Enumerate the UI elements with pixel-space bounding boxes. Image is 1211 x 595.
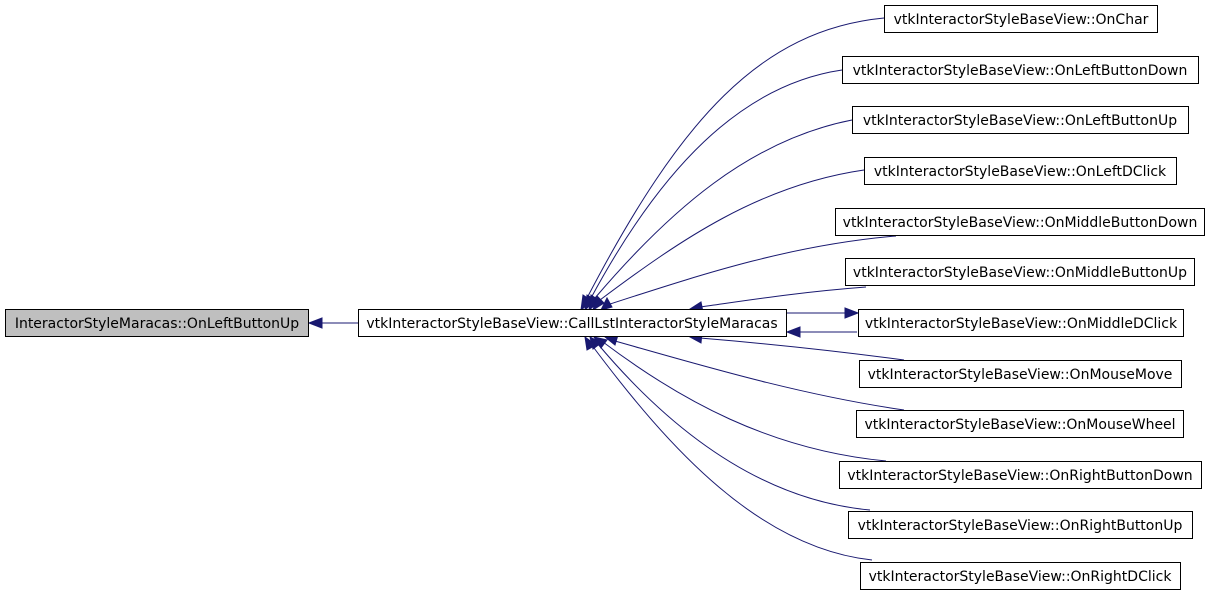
caller-node-onleftbuttondown[interactable]: vtkInteractorStyleBaseView::OnLeftButton… [842,56,1199,84]
caller-node-onrightbuttondown[interactable]: vtkInteractorStyleBaseView::OnRightButto… [839,461,1202,489]
center-node-box[interactable] [358,309,787,337]
center-node-label: vtkInteractorStyleBaseView::CallLstInter… [366,316,777,332]
edge-onmousemove [699,337,905,361]
edge-onrightdclick [590,343,873,561]
caller-node-box[interactable] [852,106,1189,134]
edge-onmousewheel [614,340,905,411]
caller-node-onleftdclick[interactable]: vtkInteractorStyleBaseView::OnLeftDClick [864,157,1177,185]
edge-onmiddlebuttonup [699,286,867,308]
arrowhead-onmiddlebuttondown [600,296,613,311]
edge-onchar [586,17,885,299]
caller-node-label: vtkInteractorStyleBaseView::OnMouseMove [868,367,1173,383]
caller-node-label: vtkInteractorStyleBaseView::OnRightButto… [847,468,1192,484]
caller-node-box[interactable] [864,157,1177,185]
edge-onmiddlebuttondown [609,235,897,305]
caller-node-label: vtkInteractorStyleBaseView::OnLeftDClick [874,164,1167,180]
arrowhead-root [307,317,323,329]
caller-node-onmousewheel[interactable]: vtkInteractorStyleBaseView::OnMouseWheel [856,410,1184,438]
caller-node-onmiddlebuttonup[interactable]: vtkInteractorStyleBaseView::OnMiddleButt… [845,258,1195,286]
caller-node-label: vtkInteractorStyleBaseView::OnRightButto… [858,518,1183,534]
caller-node-box[interactable] [856,410,1184,438]
arrowhead-onmiddledclick-out [844,307,860,319]
caller-node-label: vtkInteractorStyleBaseView::OnMouseWheel [864,417,1175,433]
caller-node-label: vtkInteractorStyleBaseView::OnLeftButton… [863,113,1177,129]
caller-node-box[interactable] [860,562,1181,590]
caller-node-box[interactable] [858,309,1184,337]
caller-node-box[interactable] [848,511,1193,539]
caller-node-onmiddlebuttondown[interactable]: vtkInteractorStyleBaseView::OnMiddleButt… [835,208,1205,236]
edge-onleftbuttondown [590,69,843,299]
arrowhead-onrightdclick [584,335,597,351]
edge-onleftdclick [599,169,865,301]
caller-node-box[interactable] [884,5,1158,33]
caller-node-onleftbuttonup[interactable]: vtkInteractorStyleBaseView::OnLeftButton… [852,106,1189,134]
edge-onleftbuttonup [594,119,853,299]
caller-node-onrightdclick[interactable]: vtkInteractorStyleBaseView::OnRightDClic… [860,562,1181,590]
arrowhead-onleftdclick [592,295,605,312]
caller-node-onrightbuttonup[interactable]: vtkInteractorStyleBaseView::OnRightButto… [848,511,1193,539]
caller-node-label: vtkInteractorStyleBaseView::OnMiddleButt… [853,265,1187,281]
caller-node-box[interactable] [839,461,1202,489]
caller-node-label: vtkInteractorStyleBaseView::OnMiddleButt… [843,215,1198,231]
arrowhead-onmiddledclick-in [785,326,801,338]
root-node: InteractorStyleMaracas::OnLeftButtonUp [5,309,309,337]
caller-node-box[interactable] [859,360,1182,388]
caller-node-label: vtkInteractorStyleBaseView::OnLeftButton… [853,63,1188,79]
caller-node-box[interactable] [842,56,1199,84]
caller-node-label: vtkInteractorStyleBaseView::OnChar [894,12,1149,28]
edge-onrightbuttonup [596,342,871,511]
caller-node-box[interactable] [835,208,1205,236]
root-node-box [5,309,309,337]
edge-onrightbuttondown [602,341,887,462]
caller-node-onmiddledclick[interactable]: vtkInteractorStyleBaseView::OnMiddleDCli… [858,309,1184,337]
caller-node-box[interactable] [845,258,1195,286]
caller-node-onmousemove[interactable]: vtkInteractorStyleBaseView::OnMouseMove [859,360,1182,388]
caller-node-onchar[interactable]: vtkInteractorStyleBaseView::OnChar [884,5,1158,33]
caller-node-label: vtkInteractorStyleBaseView::OnMiddleDCli… [865,316,1178,332]
edges [307,17,905,561]
caller-nodes: vtkInteractorStyleBaseView::OnChar vtkIn… [835,5,1205,590]
root-node-label: InteractorStyleMaracas::OnLeftButtonUp [15,316,299,332]
center-node[interactable]: vtkInteractorStyleBaseView::CallLstInter… [358,309,787,337]
caller-node-label: vtkInteractorStyleBaseView::OnRightDClic… [869,569,1173,585]
